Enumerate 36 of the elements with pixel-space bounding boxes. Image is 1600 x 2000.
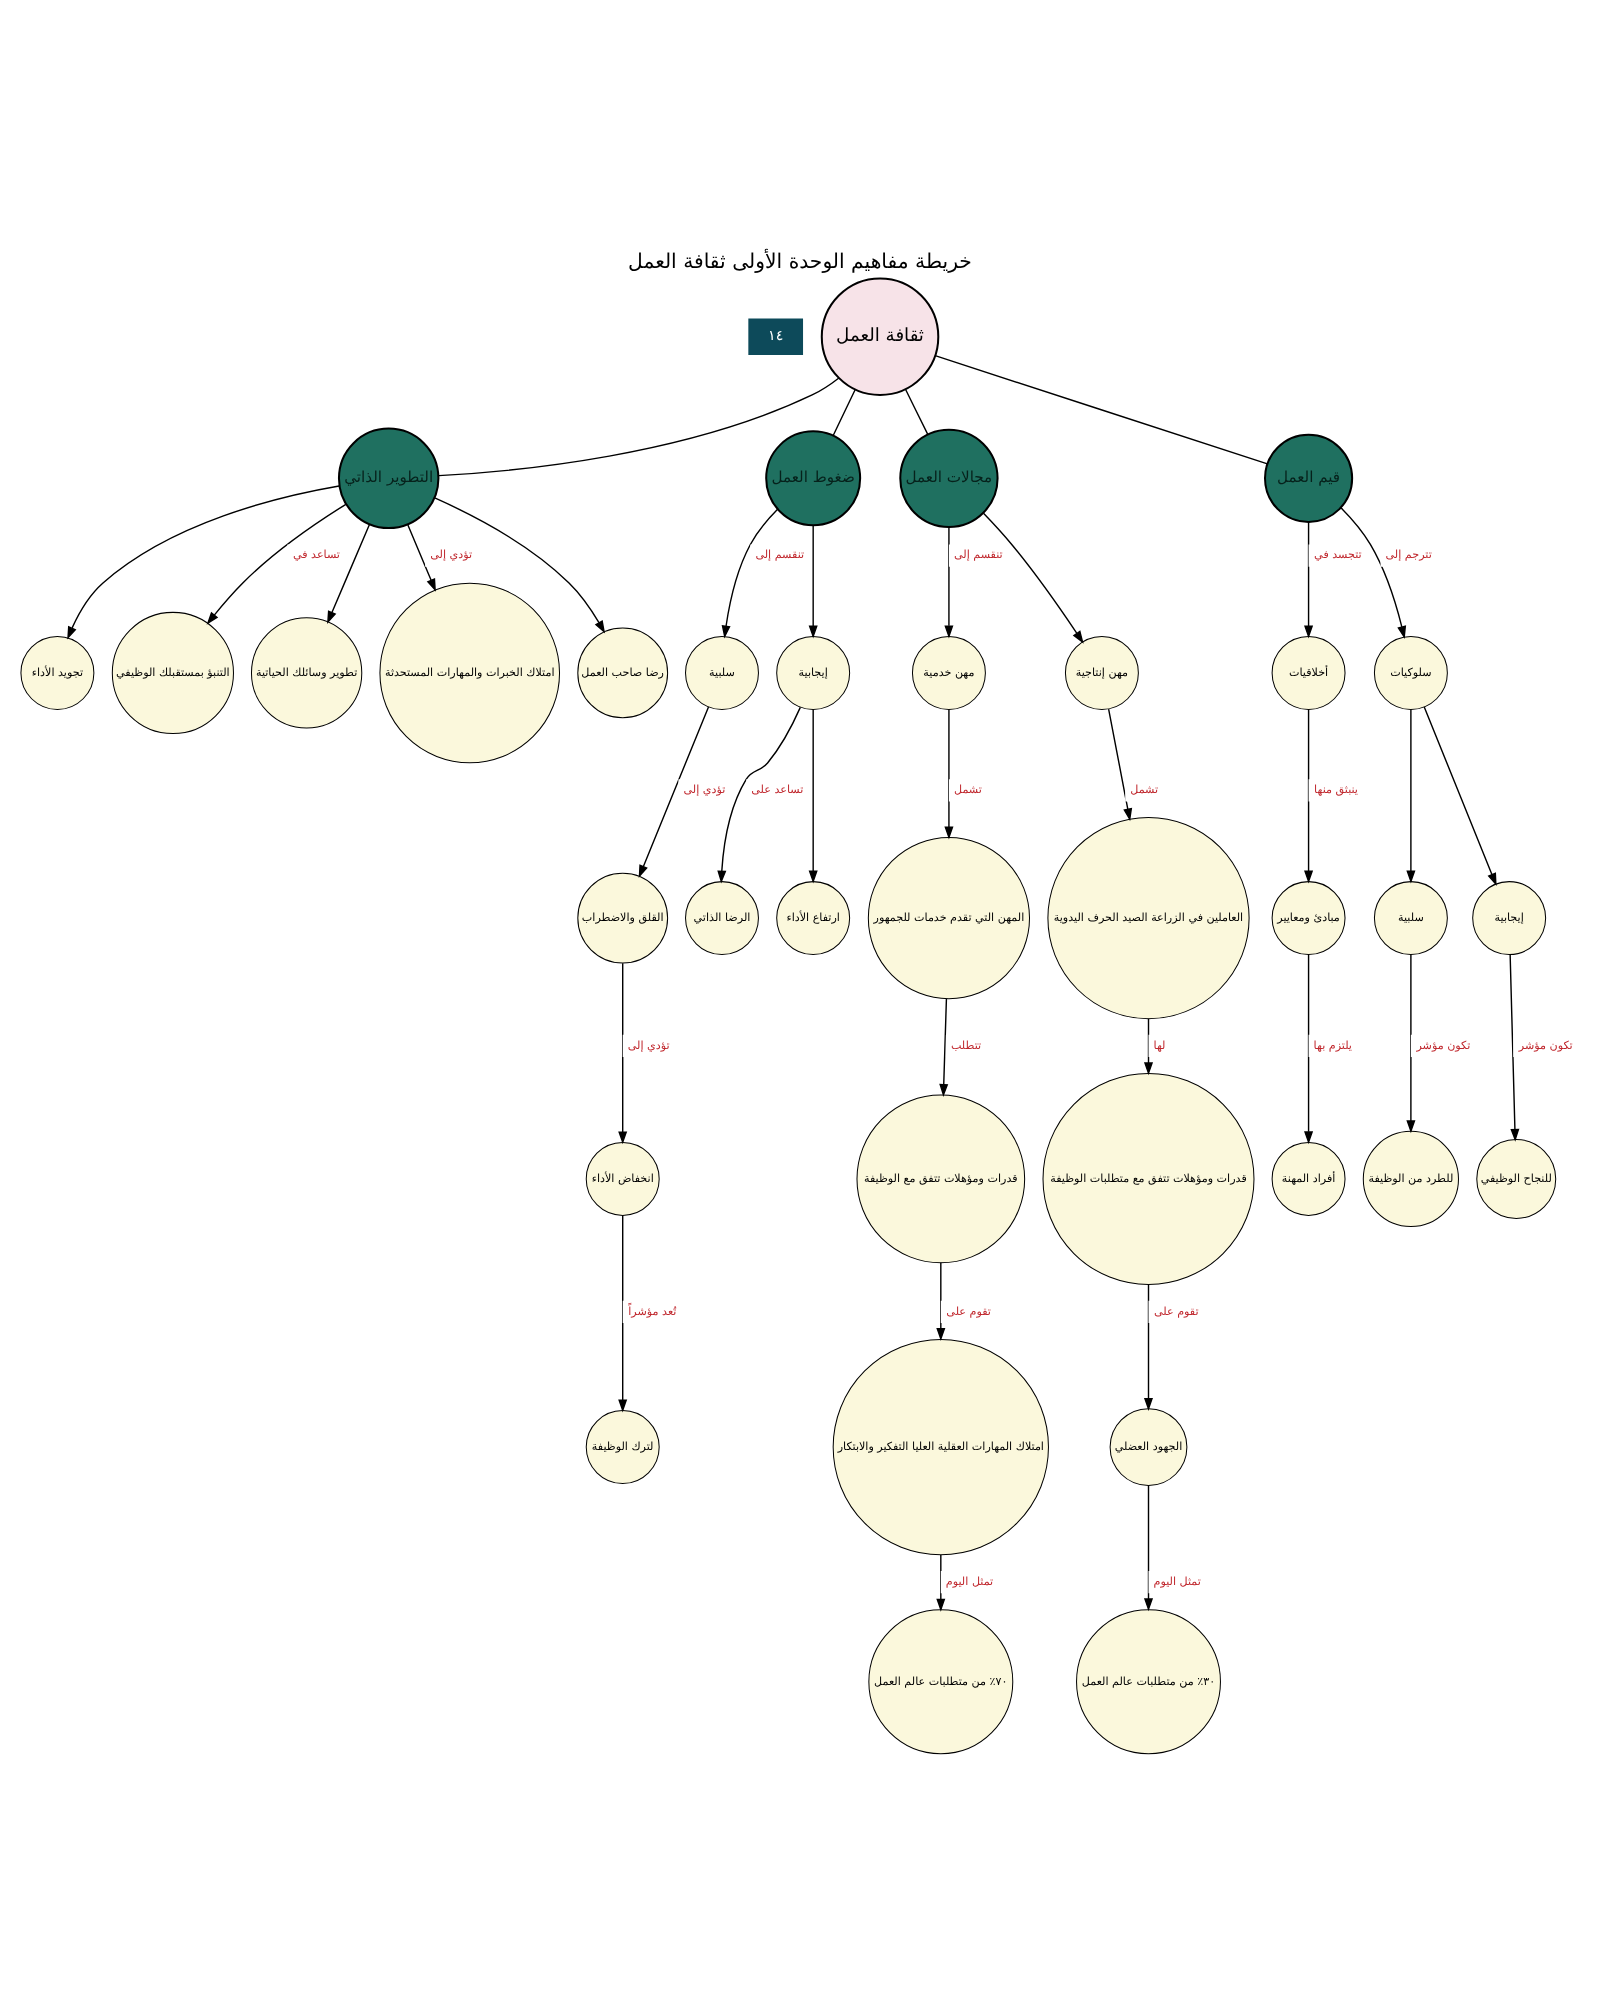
arrow — [1107, 707, 1133, 821]
arrow — [721, 507, 779, 638]
arrow — [939, 997, 949, 1096]
arrow — [936, 1260, 946, 1341]
arrow — [407, 523, 436, 591]
arrow — [327, 522, 371, 623]
arrow — [1143, 1283, 1154, 1410]
arrow — [1304, 520, 1314, 638]
arrow — [944, 525, 954, 638]
arrow — [808, 523, 818, 638]
arrow — [1423, 705, 1497, 886]
arrow — [638, 705, 710, 877]
arrow — [206, 502, 347, 624]
arrow — [1509, 953, 1520, 1141]
arrow — [434, 496, 606, 633]
arrow — [67, 484, 340, 639]
arrow — [1340, 506, 1407, 638]
arrow — [936, 1553, 946, 1611]
diagram-title: خريطة مفاهيم الوحدة الأولى ثقافة العمل — [628, 251, 972, 274]
connector — [438, 376, 840, 476]
connector — [832, 388, 856, 436]
arrow — [1304, 707, 1314, 883]
arrow — [618, 961, 628, 1144]
connector — [934, 353, 1269, 464]
arrow — [808, 707, 818, 883]
arrow — [1143, 1483, 1154, 1611]
connector — [904, 387, 929, 434]
node-circle: ثقافة العمل — [820, 276, 940, 395]
arrow — [618, 1213, 628, 1412]
arrow — [1406, 953, 1416, 1133]
arrow — [717, 705, 802, 883]
arrow — [1406, 707, 1416, 883]
arrow — [982, 511, 1084, 643]
arrow — [1143, 1017, 1154, 1075]
arrow — [1304, 953, 1314, 1144]
arrow — [944, 707, 954, 839]
